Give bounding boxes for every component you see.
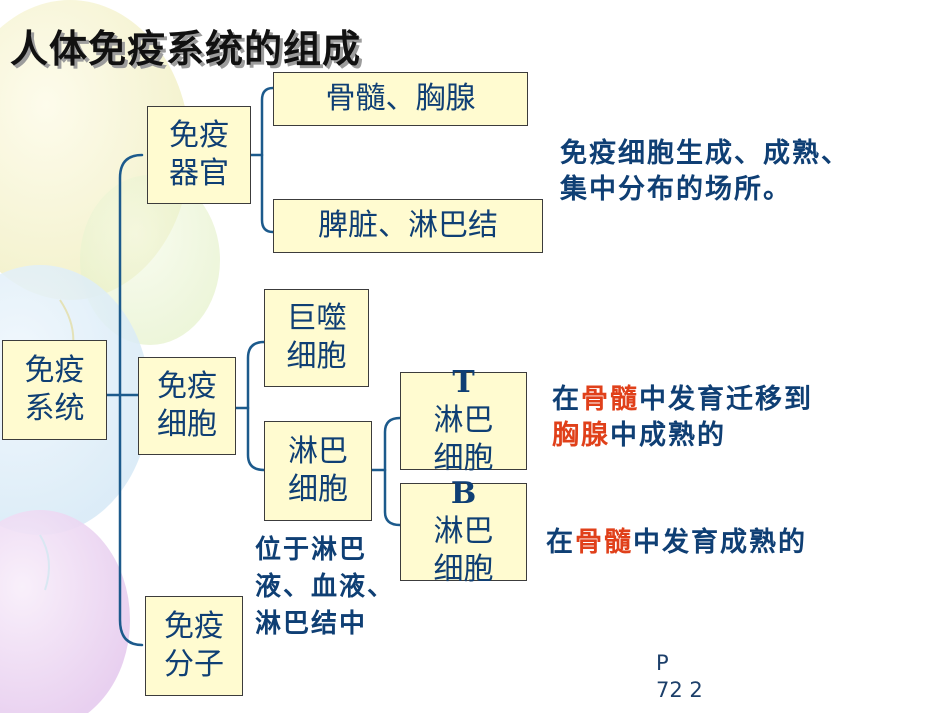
node-line: 免疫 (164, 609, 224, 644)
node-line: 器官 (169, 156, 229, 191)
note-highlight: 骨髓 (575, 527, 633, 558)
node-line-text: 淋巴 (433, 403, 494, 438)
node-line: T 淋巴 (434, 364, 494, 440)
node-line: 免疫 (169, 118, 229, 153)
note-text: 中成熟的 (610, 420, 726, 451)
node-line-text: 淋巴 (433, 514, 494, 549)
node-immune-system: 免疫 系统 (2, 340, 107, 440)
note-line: 胸腺中成熟的 (552, 418, 813, 454)
note-t-lymphocyte: 在骨髓中发育迁移到 胸腺中成熟的 (552, 382, 813, 454)
node-line: 系统 (24, 391, 85, 426)
node-marrow-thymus: 骨髓、胸腺 (273, 72, 528, 126)
node-line: 细胞 (157, 407, 217, 442)
page-number: P 72 2 (656, 650, 726, 704)
page-number-value: 72 2 (656, 678, 703, 702)
note-highlight: 骨髓 (581, 384, 639, 415)
note-line: 免疫细胞生成、成熟、 (560, 138, 850, 169)
note-text: 中发育迁移到 (639, 384, 813, 415)
node-b-lymphocyte: B 淋巴 细胞 (400, 476, 527, 587)
node-letter: B (450, 476, 477, 511)
node-spleen-lymph-nodes: 脾脏、淋巴结 (273, 199, 543, 253)
note-b-lymphocyte: 在骨髓中发育成熟的 (546, 525, 807, 561)
note-line: 集中分布的场所。 (560, 174, 792, 205)
node-t-lymphocyte: T 淋巴 细胞 (400, 365, 527, 476)
slide-title: 人体免疫系统的组成 (10, 26, 362, 71)
note-text: 在 (552, 384, 581, 415)
node-immune-cells: 免疫 细胞 (138, 357, 236, 455)
note-line: 淋巴结中 (255, 609, 368, 639)
node-line: 免疫 (24, 353, 85, 388)
note-line: 位于淋巴 (255, 535, 368, 565)
node-line: B 淋巴 (434, 475, 494, 551)
node-immune-organs: 免疫 器官 (147, 106, 251, 204)
node-line: 细胞 (288, 472, 348, 507)
node-macrophage: 巨噬 细胞 (264, 289, 369, 387)
node-line: 巨噬 (286, 301, 347, 336)
node-letter: T (452, 365, 475, 400)
node-lymphocyte: 淋巴 细胞 (264, 421, 372, 521)
node-line: 免疫 (157, 369, 217, 404)
node-line: 细胞 (433, 552, 494, 587)
node-line: 细胞 (286, 339, 347, 374)
note-line: 在骨髓中发育迁移到 (552, 382, 813, 418)
note-immune-organs: 免疫细胞生成、成熟、 集中分布的场所。 (560, 136, 850, 208)
note-text: 中发育成熟的 (633, 527, 807, 558)
node-immune-molecules: 免疫 分子 (145, 596, 243, 696)
note-highlight: 胸腺 (552, 420, 610, 451)
node-line: 淋巴 (288, 434, 348, 469)
note-line: 液、血液、 (255, 572, 396, 602)
note-text: 在 (546, 527, 575, 558)
note-lymphocyte-location: 位于淋巴 液、血液、 淋巴结中 (255, 532, 395, 643)
node-line: 分子 (164, 647, 224, 682)
page-number-prefix: P (656, 651, 669, 675)
note-line: 在骨髓中发育成熟的 (546, 525, 807, 561)
node-line: 细胞 (433, 441, 494, 476)
